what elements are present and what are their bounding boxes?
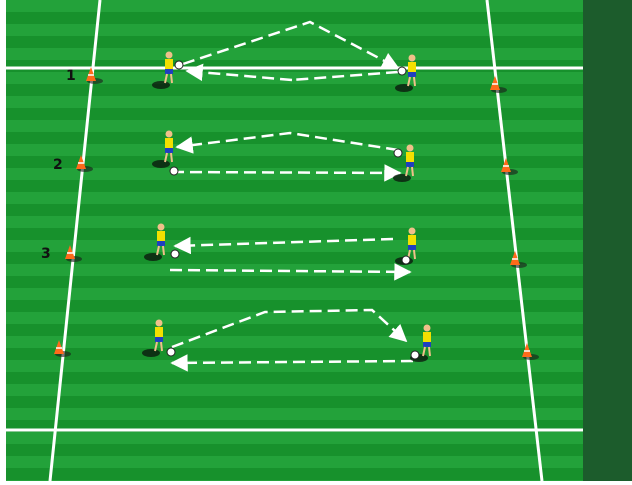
grass-stripe bbox=[6, 108, 583, 120]
grass-stripe bbox=[6, 360, 583, 372]
pitch-side-strip bbox=[583, 0, 632, 481]
grass-stripe bbox=[6, 72, 583, 84]
ball-icon bbox=[174, 60, 184, 70]
grass-stripe bbox=[6, 252, 583, 264]
cones bbox=[54, 67, 539, 360]
row-label-2: 2 bbox=[53, 157, 63, 173]
grass-stripe bbox=[6, 372, 583, 384]
grass-stripe bbox=[6, 228, 583, 240]
pass-routes bbox=[169, 20, 414, 372]
player-icon bbox=[393, 144, 414, 182]
grass-stripe bbox=[6, 276, 583, 288]
cone-icon bbox=[510, 251, 527, 268]
row-label-3: 3 bbox=[41, 246, 51, 262]
pass-arrow bbox=[175, 131, 399, 154]
cone-icon bbox=[54, 340, 71, 357]
pass-arrow bbox=[173, 236, 394, 255]
player-icon bbox=[395, 54, 416, 92]
grass-stripe bbox=[6, 216, 583, 228]
players bbox=[142, 51, 431, 362]
cone-icon bbox=[65, 245, 82, 262]
grass-stripe bbox=[6, 204, 583, 216]
ball-icon bbox=[410, 350, 420, 360]
pass-arrow bbox=[169, 263, 412, 281]
pass-arrow bbox=[171, 308, 408, 349]
pass-arrow bbox=[171, 164, 402, 182]
grass-stripe bbox=[6, 264, 583, 276]
cone-icon bbox=[490, 76, 507, 93]
grass-stripe bbox=[6, 120, 583, 132]
grass-stripe bbox=[6, 324, 583, 336]
grass-stripe bbox=[6, 168, 583, 180]
grass-stripe bbox=[6, 0, 583, 12]
grass-stripe bbox=[6, 408, 583, 420]
grass-stripe bbox=[6, 456, 583, 468]
grass-stripe bbox=[6, 288, 583, 300]
ball-icon bbox=[170, 249, 180, 259]
grass-stripe bbox=[6, 48, 583, 60]
ball-icon bbox=[169, 166, 179, 176]
grass-stripe bbox=[6, 144, 583, 156]
grass-stripe bbox=[6, 384, 583, 396]
grass-stripe bbox=[6, 300, 583, 312]
player-icon bbox=[152, 51, 173, 89]
grass-stripe bbox=[6, 396, 583, 408]
cone-icon bbox=[501, 158, 518, 175]
grass-stripe bbox=[6, 156, 583, 168]
grass-stripe bbox=[6, 444, 583, 456]
row-label-1: 1 bbox=[66, 68, 76, 84]
grass-field bbox=[0, 0, 583, 485]
grass-stripe bbox=[6, 180, 583, 192]
grass-stripe bbox=[6, 336, 583, 348]
grass-stripe bbox=[6, 192, 583, 204]
grass-stripe bbox=[6, 468, 583, 480]
grass-stripe bbox=[6, 240, 583, 252]
player-icon bbox=[142, 319, 163, 357]
left-margin bbox=[0, 0, 6, 481]
row-labels: 1 2 3 bbox=[41, 68, 76, 262]
player-icon bbox=[144, 223, 165, 261]
pass-arrow bbox=[182, 20, 400, 70]
ball-icon bbox=[397, 66, 407, 76]
grass-stripe bbox=[6, 432, 583, 444]
player-icon bbox=[152, 130, 173, 168]
grass-stripe bbox=[6, 348, 583, 360]
ball-icon bbox=[393, 148, 403, 158]
grass-stripe bbox=[6, 12, 583, 24]
ball-icon bbox=[166, 347, 176, 357]
grass-stripe bbox=[6, 96, 583, 108]
ball-icon bbox=[401, 255, 411, 265]
grass-stripe bbox=[6, 36, 583, 48]
grass-stripe bbox=[6, 24, 583, 36]
pass-arrow bbox=[170, 354, 414, 372]
cone-icon bbox=[522, 343, 539, 360]
cone-icon bbox=[76, 155, 93, 172]
cone-icon bbox=[86, 67, 103, 84]
grass-stripe bbox=[6, 312, 583, 324]
grass-stripe bbox=[6, 84, 583, 96]
grass-stripe bbox=[6, 132, 583, 144]
